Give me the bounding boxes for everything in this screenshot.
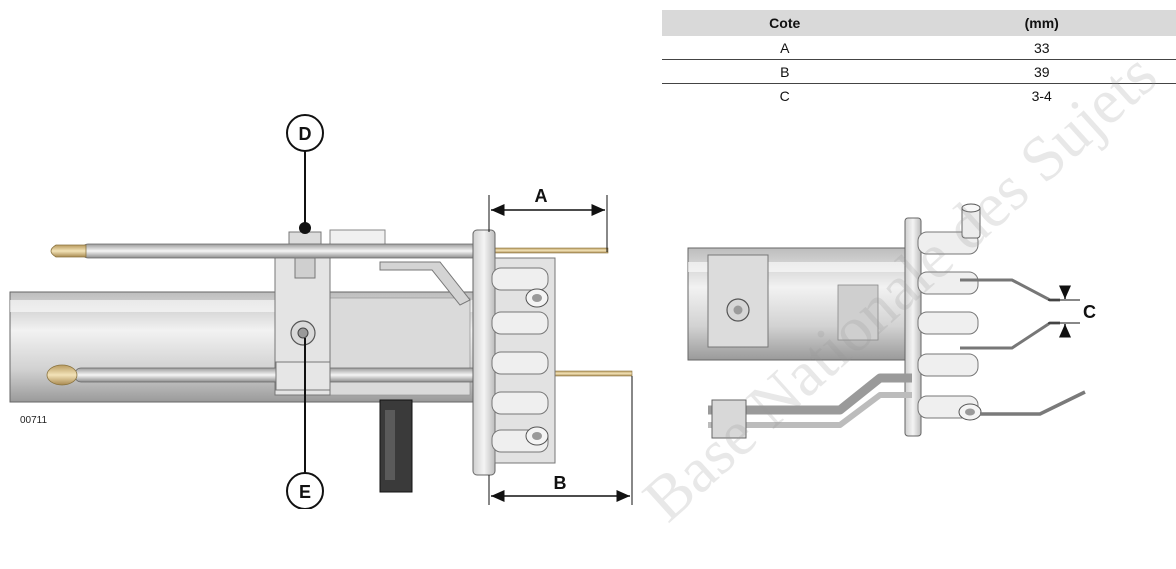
bracket-arm (379, 261, 471, 306)
top-electrode-brass-end (50, 244, 87, 258)
right-inner-block (837, 284, 879, 341)
electrode-assembly-drawing: D E A B (9, 114, 1096, 509)
cell-cote: B (662, 59, 908, 84)
cell-mm: 33 (907, 36, 1176, 60)
callout-e-label: E (299, 482, 311, 502)
table-row: A 33 (662, 36, 1176, 60)
dimension-b-label: B (554, 473, 567, 493)
dimensions-table: Cote (mm) A 33 B 39 C 3-4 (662, 10, 1176, 107)
dimension-a-label: A (535, 186, 548, 206)
cell-cote: A (662, 36, 908, 60)
dimension-c-label: C (1083, 302, 1096, 322)
header-mm: (mm) (907, 10, 1176, 36)
bottom-electrode-brass-end (46, 364, 78, 386)
dimensions-table-container: Cote (mm) A 33 B 39 C 3-4 (662, 10, 1176, 107)
figure-code: 00711 (20, 415, 48, 426)
cell-mm: 3-4 (1031, 87, 1052, 104)
right-ignition-wire (980, 390, 1086, 416)
table-row: B 39 (662, 59, 1176, 84)
right-lower-rod (708, 373, 912, 415)
connector-face (385, 410, 395, 480)
callout-d-dot (299, 222, 311, 234)
right-lower-clamp (711, 399, 747, 439)
callout-d-label: D (299, 124, 312, 144)
head-tubes (491, 267, 549, 453)
screw-e-hole (297, 327, 309, 339)
left-view: D E A B (9, 114, 633, 509)
clamp-e (275, 361, 331, 391)
header-cote: Cote (662, 10, 908, 36)
right-screw-hole (733, 305, 743, 315)
cable-connector (379, 399, 413, 493)
callout-e-circle (286, 472, 324, 509)
table-header-row: Cote (mm) (662, 10, 1176, 36)
top-electrode-rod (81, 243, 483, 259)
right-tube-highlight (688, 262, 908, 272)
table-row: C 3-4 (662, 84, 1176, 108)
top-electrode-tip (479, 247, 609, 254)
cell-mm: 39 (907, 59, 1176, 84)
clamp-d-lower (294, 257, 316, 279)
right-lower-rod-2 (708, 392, 912, 428)
right-head-tubes (917, 203, 982, 421)
cell-cote: C (779, 87, 790, 104)
right-view: C (687, 203, 1096, 439)
